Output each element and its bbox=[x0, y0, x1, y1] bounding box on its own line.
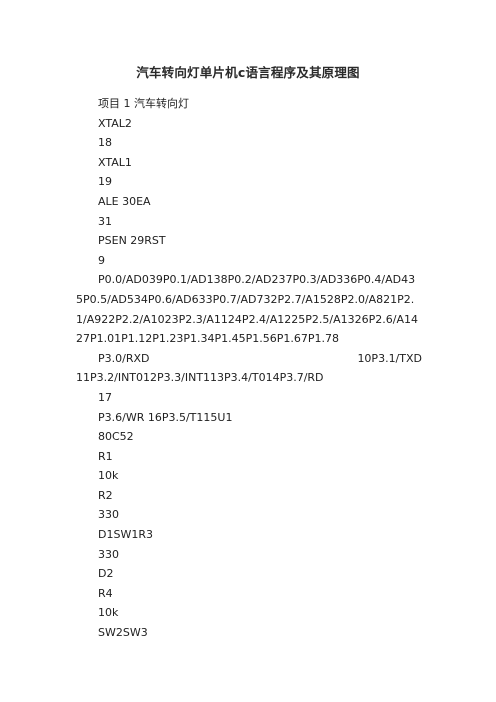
text-line: XTAL1 bbox=[98, 155, 132, 169]
port3-left-text: P3.0/RXD bbox=[98, 351, 150, 365]
text-line: 10k bbox=[98, 606, 119, 620]
text-line: 9 bbox=[98, 253, 105, 267]
text-line: R1 bbox=[98, 449, 113, 463]
text-line: 项目 1 汽车转向灯 bbox=[98, 97, 189, 110]
text-line: ALE 30EA bbox=[98, 194, 151, 208]
text-line: 17 bbox=[98, 390, 112, 404]
document-body: 项目 1 汽车转向灯 XTAL2 18 XTAL1 19 ALE 30EA 31… bbox=[76, 94, 422, 643]
port3-right-text: 10P3.1/TXD bbox=[357, 351, 422, 365]
text-line: 19 bbox=[98, 175, 112, 189]
text-line: SW2SW3 bbox=[98, 626, 148, 640]
text-line: 10k bbox=[98, 469, 119, 483]
pin-list-paragraph: P0.0/AD039P0.1/AD138P0.2/AD237P0.3/AD336… bbox=[76, 273, 418, 346]
port3-continuation: 11P3.2/INT012P3.3/INT113P3.4/T014P3.7/RD bbox=[76, 371, 324, 385]
text-line: R2 bbox=[98, 488, 113, 502]
text-line: 80C52 bbox=[98, 430, 134, 444]
port3-line: P3.0/RXD 10P3.1/TXD bbox=[76, 349, 422, 369]
text-line: D1SW1R3 bbox=[98, 528, 153, 542]
text-line: PSEN 29RST bbox=[98, 234, 166, 248]
text-line: 31 bbox=[98, 214, 112, 228]
text-line: D2 bbox=[98, 567, 114, 581]
text-line: XTAL2 bbox=[98, 116, 132, 130]
text-line: 330 bbox=[98, 508, 119, 522]
text-line: 330 bbox=[98, 547, 119, 561]
text-line: P3.6/WR 16P3.5/T115U1 bbox=[98, 410, 233, 424]
text-line: R4 bbox=[98, 586, 113, 600]
text-line: 18 bbox=[98, 136, 112, 150]
page-title: 汽车转向灯单片机c语言程序及其原理图 bbox=[136, 65, 360, 80]
